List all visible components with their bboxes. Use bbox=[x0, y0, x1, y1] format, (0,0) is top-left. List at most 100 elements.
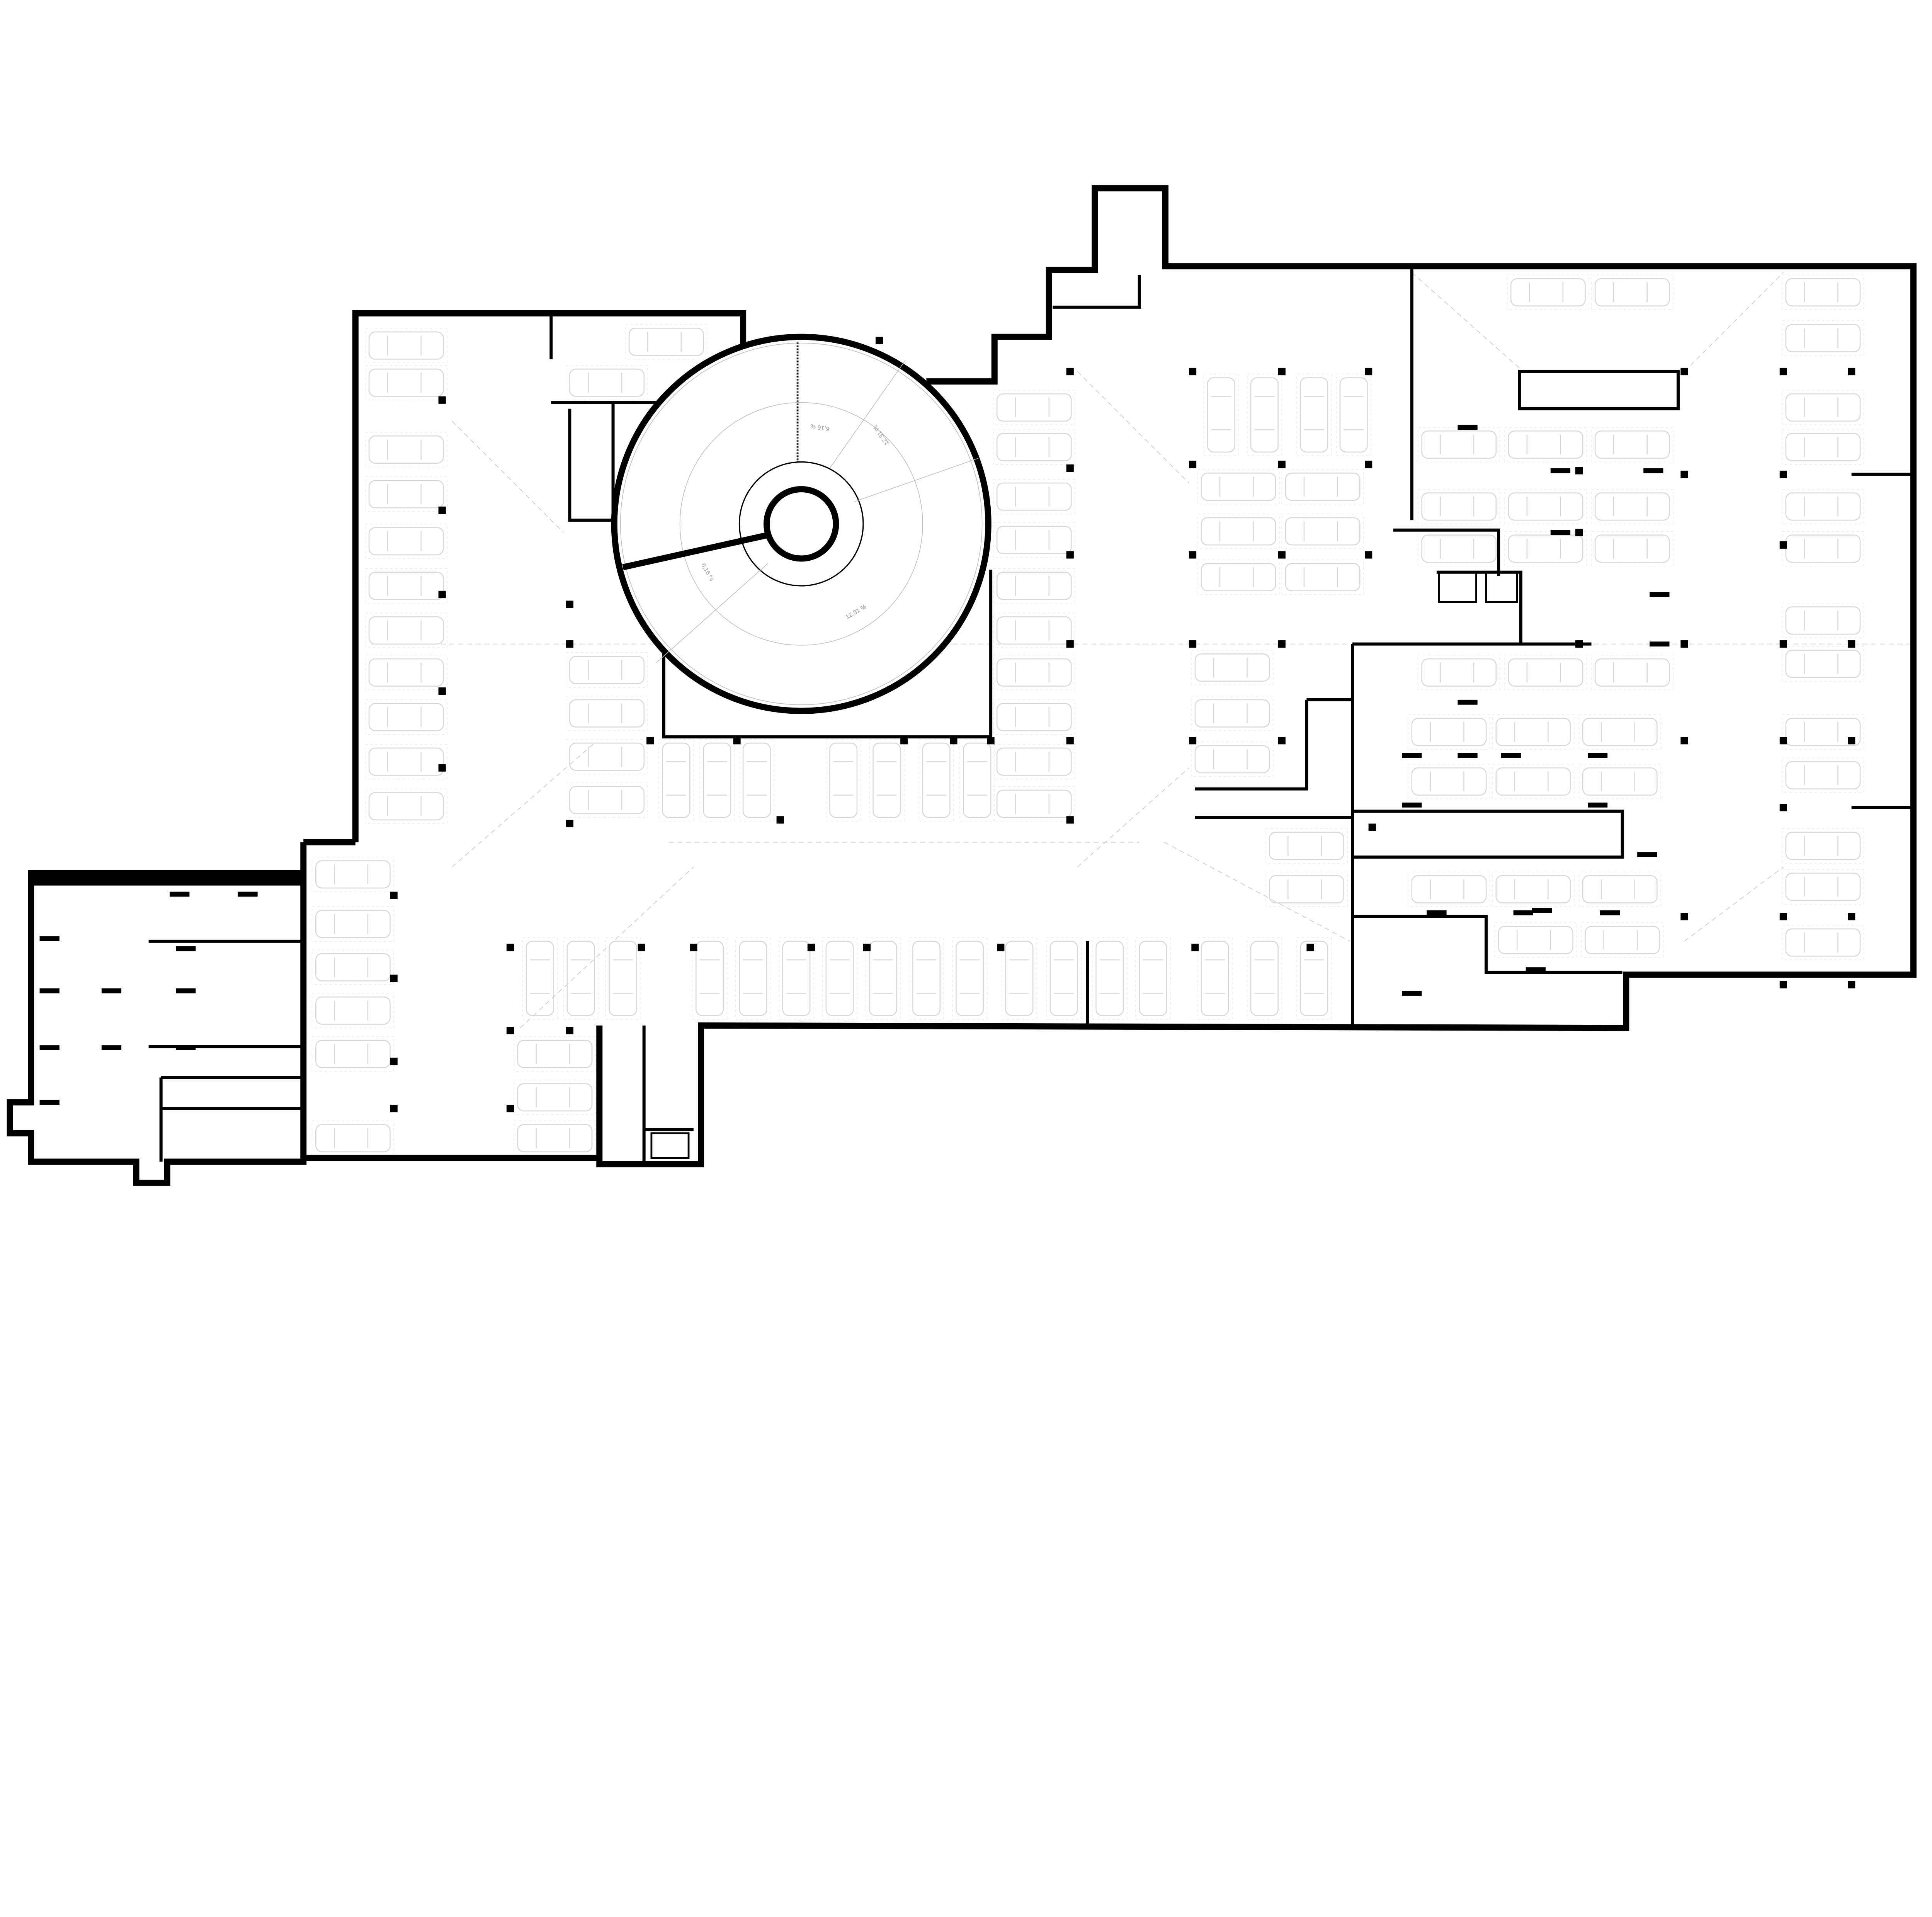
parking-stall bbox=[1782, 274, 1864, 310]
column bbox=[1189, 551, 1197, 559]
parking-stall bbox=[993, 699, 1075, 735]
car-windshield bbox=[747, 761, 767, 796]
car-windshield bbox=[1213, 703, 1248, 723]
car-windshield bbox=[1054, 959, 1074, 994]
car-windshield bbox=[334, 957, 369, 977]
car bbox=[963, 742, 992, 818]
car bbox=[315, 996, 391, 1025]
column bbox=[876, 337, 883, 345]
parking-stall bbox=[311, 857, 395, 892]
wall-column bbox=[176, 988, 196, 993]
car-windshield bbox=[707, 761, 727, 796]
parking-stall bbox=[1281, 469, 1364, 505]
car bbox=[315, 1040, 391, 1068]
car bbox=[1495, 718, 1571, 746]
car bbox=[1785, 761, 1861, 789]
column bbox=[390, 1104, 398, 1112]
car bbox=[569, 699, 645, 728]
car bbox=[1498, 926, 1573, 954]
wall-column bbox=[1637, 852, 1657, 857]
car-windshield bbox=[387, 796, 422, 816]
wall-column bbox=[1402, 802, 1422, 808]
column bbox=[1779, 981, 1787, 988]
car-windshield bbox=[1526, 539, 1561, 559]
car-windshield bbox=[1287, 836, 1322, 856]
car bbox=[1194, 699, 1270, 728]
car bbox=[869, 941, 897, 1016]
car bbox=[829, 742, 858, 818]
parking-stall bbox=[1782, 320, 1864, 356]
column bbox=[1066, 551, 1074, 559]
car-windshield bbox=[1430, 722, 1464, 742]
parking-stall bbox=[1281, 559, 1364, 595]
parking-stall bbox=[658, 739, 694, 822]
car bbox=[1495, 875, 1571, 903]
parking-stall bbox=[365, 432, 447, 468]
parking-stall bbox=[1046, 937, 1082, 1020]
parking-stall bbox=[565, 696, 648, 731]
car-windshield bbox=[1303, 567, 1338, 587]
column bbox=[566, 820, 573, 828]
car bbox=[922, 742, 951, 818]
parking-stall bbox=[514, 1120, 596, 1156]
car bbox=[1421, 658, 1497, 687]
car bbox=[1594, 430, 1670, 459]
car-windshield bbox=[536, 1128, 570, 1148]
car-windshield bbox=[1440, 434, 1475, 455]
car bbox=[569, 742, 645, 771]
column bbox=[438, 764, 446, 772]
parking-stall bbox=[1418, 655, 1500, 691]
car bbox=[1508, 534, 1583, 563]
parking-stall bbox=[1203, 374, 1239, 456]
car bbox=[1785, 718, 1861, 746]
parking-stall bbox=[918, 739, 954, 822]
column bbox=[1278, 367, 1286, 376]
parking-stall bbox=[699, 739, 735, 822]
parking-stall bbox=[311, 1120, 395, 1156]
car bbox=[368, 480, 444, 509]
car bbox=[1785, 324, 1861, 352]
car-windshield bbox=[1015, 576, 1050, 596]
parking-stall bbox=[1191, 742, 1274, 777]
parking-stall bbox=[735, 937, 771, 1020]
car bbox=[1250, 377, 1279, 453]
car-windshield bbox=[1526, 497, 1561, 517]
car-windshield bbox=[1015, 437, 1050, 457]
car bbox=[996, 747, 1072, 776]
parking-stall bbox=[826, 739, 861, 822]
car bbox=[1508, 658, 1583, 687]
car bbox=[1194, 745, 1270, 774]
column bbox=[1779, 913, 1787, 920]
car-windshield bbox=[1613, 497, 1648, 517]
column bbox=[1278, 737, 1286, 745]
parking-stall bbox=[1265, 828, 1348, 864]
parking-stall bbox=[1578, 714, 1661, 750]
parking-stall bbox=[1191, 696, 1274, 731]
parking-stall bbox=[993, 390, 1075, 425]
car-windshield bbox=[1804, 282, 1838, 303]
parking-stall bbox=[1092, 937, 1128, 1020]
car bbox=[569, 786, 645, 815]
car-windshield bbox=[1526, 434, 1561, 455]
parking-stall bbox=[1507, 274, 1589, 310]
car-windshield bbox=[387, 620, 422, 641]
car bbox=[315, 860, 391, 889]
parking-stall bbox=[1504, 531, 1587, 566]
parking-stall bbox=[1247, 374, 1282, 456]
parking-stall bbox=[1782, 646, 1864, 682]
wall-column bbox=[1550, 468, 1571, 473]
car-windshield bbox=[1219, 567, 1254, 587]
parking-stall bbox=[869, 739, 905, 822]
car bbox=[1194, 653, 1270, 682]
wall-column bbox=[39, 936, 60, 941]
car-windshield bbox=[1254, 396, 1275, 430]
car bbox=[368, 435, 444, 464]
ramp-inner-curb bbox=[738, 461, 864, 587]
car bbox=[1250, 941, 1279, 1016]
car-windshield bbox=[1804, 539, 1838, 559]
car bbox=[1594, 278, 1670, 306]
parking-stall bbox=[822, 937, 857, 1020]
column bbox=[1066, 367, 1074, 376]
column bbox=[1680, 367, 1688, 376]
car-windshield bbox=[1015, 397, 1050, 418]
